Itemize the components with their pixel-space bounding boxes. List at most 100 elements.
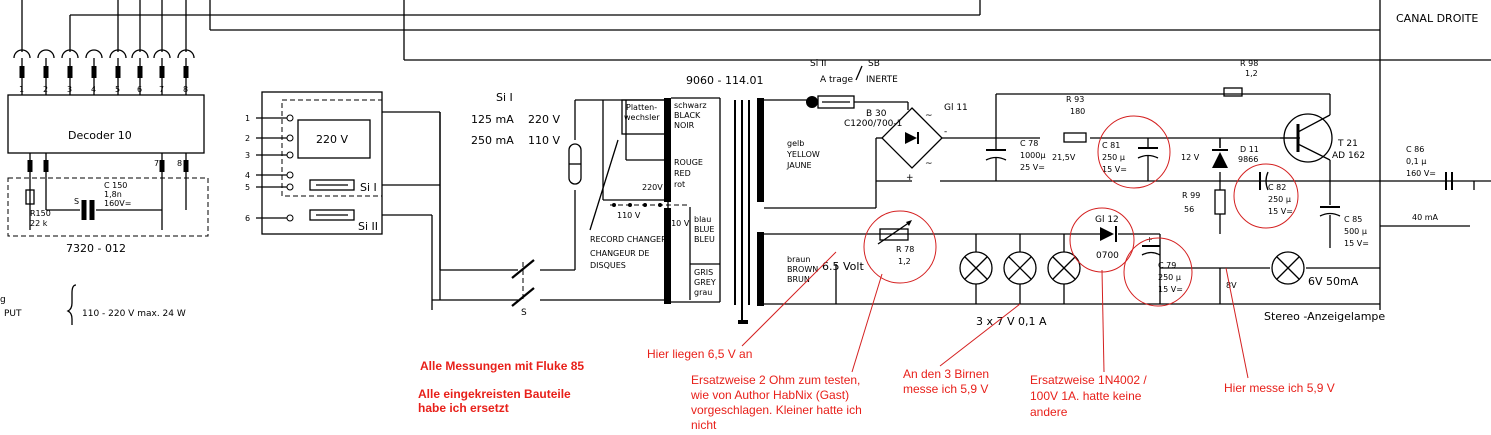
note-2ohm-2: wie von Author HabNix (Gast)	[690, 388, 849, 402]
prim-top-1: schwarz	[674, 101, 707, 110]
r78-value: 1,2	[898, 257, 911, 266]
fuse2-trage: A trage	[820, 75, 853, 85]
d11-label: D 11	[1240, 145, 1259, 154]
c81-value: 250 μ	[1102, 153, 1125, 162]
sec-bot-1: braun	[787, 255, 810, 264]
decoder-pin-4: 4	[91, 85, 96, 94]
d11-value: 9866	[1238, 155, 1258, 164]
v12-label: 12 V	[1181, 153, 1200, 162]
prim-top-2: BLACK	[674, 111, 701, 120]
decoder-pin-3: 3	[67, 85, 72, 94]
bulb-3	[1047, 251, 1081, 285]
sec-top-3: JAUNE	[786, 161, 812, 170]
note-2ohm-3: vorgeschlagen. Kleiner hatte ich	[691, 403, 862, 417]
stereo-label: Stereo -Anzeigelampe	[1264, 310, 1385, 323]
note-bulbs-2: messe ich 5,9 V	[903, 382, 988, 396]
circle-c81	[1097, 115, 1171, 189]
selector-pin-4: 4	[245, 171, 250, 180]
stereo-lamp	[1271, 251, 1305, 285]
bulbs-label: 3 x 7 V 0,1 A	[976, 315, 1047, 328]
gl12-value: 0700	[1096, 251, 1119, 261]
c150-voltage: 160V=	[104, 199, 131, 208]
prim-bot2-2: GREY	[694, 278, 716, 287]
svg-text:-: -	[944, 127, 947, 137]
svg-text:+: +	[906, 173, 914, 183]
c85-voltage: 15 V=	[1344, 239, 1369, 248]
red-markings	[741, 115, 1299, 379]
transformer: 9060 - 114.01 schwarz BLACK NOIR ROUGE R…	[664, 74, 1380, 324]
record-changer-3: DISQUES	[590, 261, 626, 270]
note-lamp: Hier messe ich 5,9 V	[1224, 381, 1335, 395]
v215-label: 21,5V	[1052, 153, 1076, 162]
note-bulbs-1: An den 3 Birnen	[903, 367, 989, 381]
decoder-pin-8: 8	[183, 85, 188, 94]
fuse-si2: Si II SB A trage INERTE	[806, 59, 909, 110]
power-spec: 110 - 220 V max. 24 W	[82, 309, 186, 319]
power-input-spec: g PUT 110 - 220 V max. 24 W	[0, 284, 186, 325]
c78-value: 1000μ	[1020, 151, 1045, 160]
r150-value: 22 k	[30, 219, 48, 228]
v8-label: 8V	[1226, 281, 1237, 290]
changer-110v-a: 110 V	[617, 211, 641, 220]
switch-s-label: S	[521, 308, 527, 318]
c78-label: C 78	[1020, 139, 1038, 148]
decoder-pin-5: 5	[115, 85, 120, 94]
selector-pin-6: 6	[245, 214, 250, 223]
c85-label: C 85	[1344, 215, 1362, 224]
module-pin-1: 1	[27, 159, 32, 168]
c79-label: C 79	[1158, 261, 1176, 270]
selector-pin-5: 5	[245, 183, 250, 192]
c81-label: C 81	[1102, 141, 1120, 150]
r98-value: 1,2	[1245, 69, 1258, 78]
svg-text:~: ~	[925, 111, 933, 121]
t21-label: T 21	[1337, 139, 1358, 149]
note-replaced-2: habe ich ersetzt	[418, 401, 509, 415]
note-replaced-1: Alle eingekreisten Bauteile	[418, 387, 571, 401]
ma40-label: 40 mA	[1412, 213, 1439, 222]
selector-220v: 220 V	[316, 133, 348, 146]
note-fluke: Alle Messungen mit Fluke 85	[420, 359, 584, 373]
sec-bot-3: BRUN	[787, 275, 810, 284]
note-65v: Hier liegen 6,5 V an	[647, 347, 752, 361]
prim-bot1-2: BLUE	[694, 225, 714, 234]
bridge-b30: B 30	[866, 109, 887, 119]
bulb-2	[1003, 251, 1037, 285]
r93-value: 180	[1070, 107, 1085, 116]
changer-110v-b: 110 V	[666, 219, 690, 228]
c82-value: 250 μ	[1268, 195, 1291, 204]
prim-bot1-3: BLEU	[694, 235, 715, 244]
selector-pin-2: 2	[245, 134, 250, 143]
decoder-block: 1 2 3 4 5 6 7 8 Decoder 10	[7, 58, 205, 154]
circle-c79	[1123, 237, 1193, 307]
decoder-pin-2: 2	[43, 85, 48, 94]
selector-pin-3: 3	[245, 151, 250, 160]
decoder-label: Decoder 10	[68, 129, 132, 142]
c86-value: 0,1 μ	[1406, 157, 1426, 166]
changer-label-2: wechsler	[624, 113, 660, 122]
module-pin-8: 8	[177, 159, 182, 168]
note-2ohm-1: Ersatzweise 2 Ohm zum testen,	[691, 373, 860, 387]
selector-pin-1: 1	[245, 114, 250, 123]
fuse-row1-voltage: 220 V	[528, 113, 560, 126]
v65-label: 6.5 Volt	[822, 260, 864, 273]
t21-value: AD 162	[1332, 151, 1365, 161]
top-bus-wires	[21, 0, 1491, 310]
fuse-table-title: Si I	[496, 91, 513, 104]
upper-rail: R 98 1,2 R 93 180 C 78 1000μ 25 V= 21,5V…	[940, 59, 1491, 248]
sec-bot-2: BROWN	[787, 265, 818, 274]
bridge-type: C1200/700-1	[844, 119, 902, 129]
c79-voltage: 15 V=	[1158, 285, 1183, 294]
prim-mid-3: rot	[674, 180, 685, 189]
c79-value: 250 μ	[1158, 273, 1181, 282]
r78-label: R 78	[896, 245, 914, 254]
bridge-gl11: Gl 11	[944, 103, 968, 113]
transformer-label: 9060 - 114.01	[686, 74, 763, 87]
r98-label: R 98	[1240, 59, 1258, 68]
r99-value: 56	[1184, 205, 1194, 214]
c86-voltage: 160 V=	[1406, 169, 1436, 178]
decoder-pin-7: 7	[159, 85, 164, 94]
power-put: PUT	[4, 309, 22, 319]
fuse-row2-voltage: 110 V	[528, 134, 560, 147]
circle-c82	[1233, 163, 1299, 229]
